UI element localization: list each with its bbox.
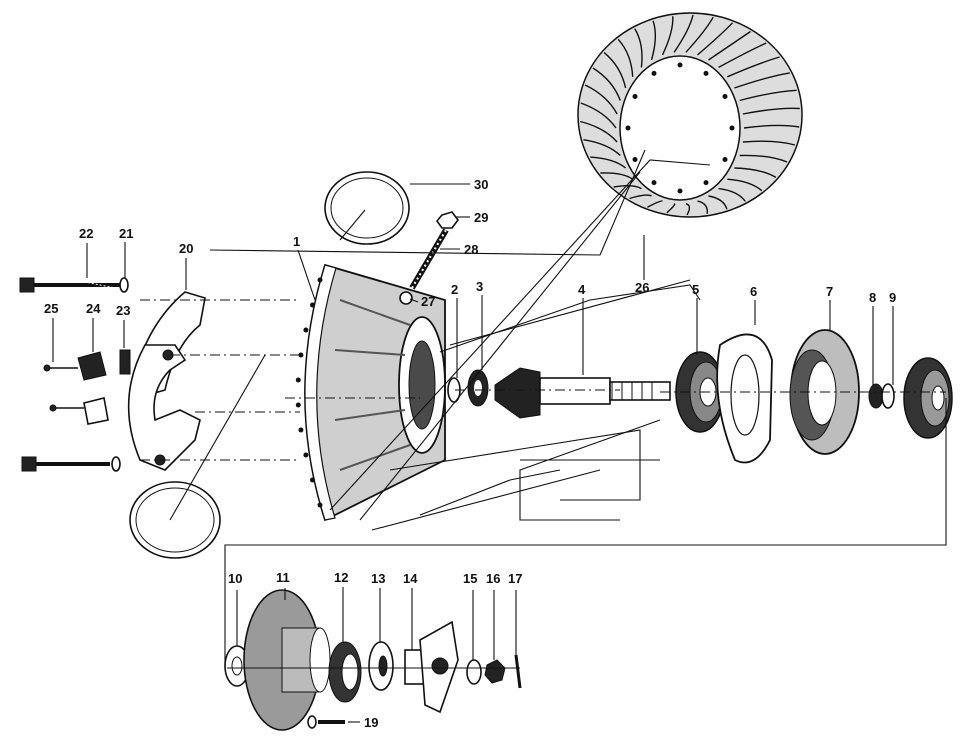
callout-24: 24 bbox=[86, 301, 101, 316]
adjusting-screw-28 bbox=[409, 228, 449, 290]
bearing-cup-upper bbox=[324, 171, 410, 245]
callout-1: 1 bbox=[293, 234, 300, 249]
callout-13: 13 bbox=[371, 571, 385, 586]
seal-3 bbox=[467, 369, 489, 407]
callout-14: 14 bbox=[403, 571, 418, 586]
flange-yoke-14 bbox=[404, 620, 459, 714]
callout-19: 19 bbox=[364, 715, 378, 730]
callout-12: 12 bbox=[334, 570, 348, 585]
callout-2: 2 bbox=[451, 282, 458, 297]
callout-11: 11 bbox=[276, 570, 290, 585]
callout-7: 7 bbox=[826, 284, 833, 299]
callout-27: 27 bbox=[421, 294, 435, 309]
callout-9: 9 bbox=[889, 290, 896, 305]
washer-13 bbox=[368, 641, 394, 691]
callout-6: 6 bbox=[750, 284, 757, 299]
callout-15: 15 bbox=[463, 571, 477, 586]
oil-seal-12 bbox=[328, 641, 362, 703]
callout-29: 29 bbox=[474, 210, 488, 225]
assembly-lines bbox=[140, 149, 947, 669]
callout-20: 20 bbox=[179, 241, 193, 256]
bolt-19 bbox=[307, 715, 345, 729]
carrier-housing bbox=[295, 263, 446, 522]
washer-15 bbox=[466, 659, 482, 685]
callout-8: 8 bbox=[869, 290, 876, 305]
drive-pinion-4 bbox=[494, 367, 671, 419]
rear-bearing bbox=[903, 357, 953, 439]
ring-gear bbox=[577, 12, 803, 218]
gasket-6 bbox=[716, 333, 773, 464]
shim-23 bbox=[119, 349, 131, 375]
callout-21: 21 bbox=[119, 226, 133, 241]
flange-11 bbox=[243, 589, 331, 731]
callout-25: 25 bbox=[44, 301, 58, 316]
callout-10: 10 bbox=[228, 571, 242, 586]
callout-26: 26 bbox=[635, 280, 649, 295]
callout-4: 4 bbox=[578, 282, 586, 297]
spacer-8 bbox=[868, 383, 884, 409]
callout-22: 22 bbox=[79, 226, 93, 241]
callout-30: 30 bbox=[474, 177, 488, 192]
callout-3: 3 bbox=[476, 279, 483, 294]
pin-27 bbox=[399, 291, 413, 305]
lock-plate-lower bbox=[49, 397, 109, 425]
bearing-cap bbox=[127, 291, 206, 471]
callout-28: 28 bbox=[464, 242, 478, 257]
cotter-pin-17 bbox=[514, 654, 522, 689]
bolt-22 bbox=[19, 277, 121, 293]
seal-9 bbox=[881, 383, 895, 409]
bolt-lower bbox=[21, 456, 121, 472]
callout-17: 17 bbox=[508, 571, 522, 586]
callout-5: 5 bbox=[692, 282, 699, 297]
washer-21 bbox=[119, 277, 129, 293]
nut-29 bbox=[435, 211, 459, 229]
callout-23: 23 bbox=[116, 303, 130, 318]
callout-16: 16 bbox=[486, 571, 500, 586]
lock-plate-24 bbox=[43, 351, 107, 381]
bearing-cup-lower bbox=[129, 481, 221, 559]
callout-labels: 1 2 3 4 5 6 7 8 9 10 11 12 13 14 15 16 1… bbox=[44, 177, 896, 730]
callout-leaders bbox=[52, 183, 894, 723]
nut-16 bbox=[484, 659, 506, 684]
